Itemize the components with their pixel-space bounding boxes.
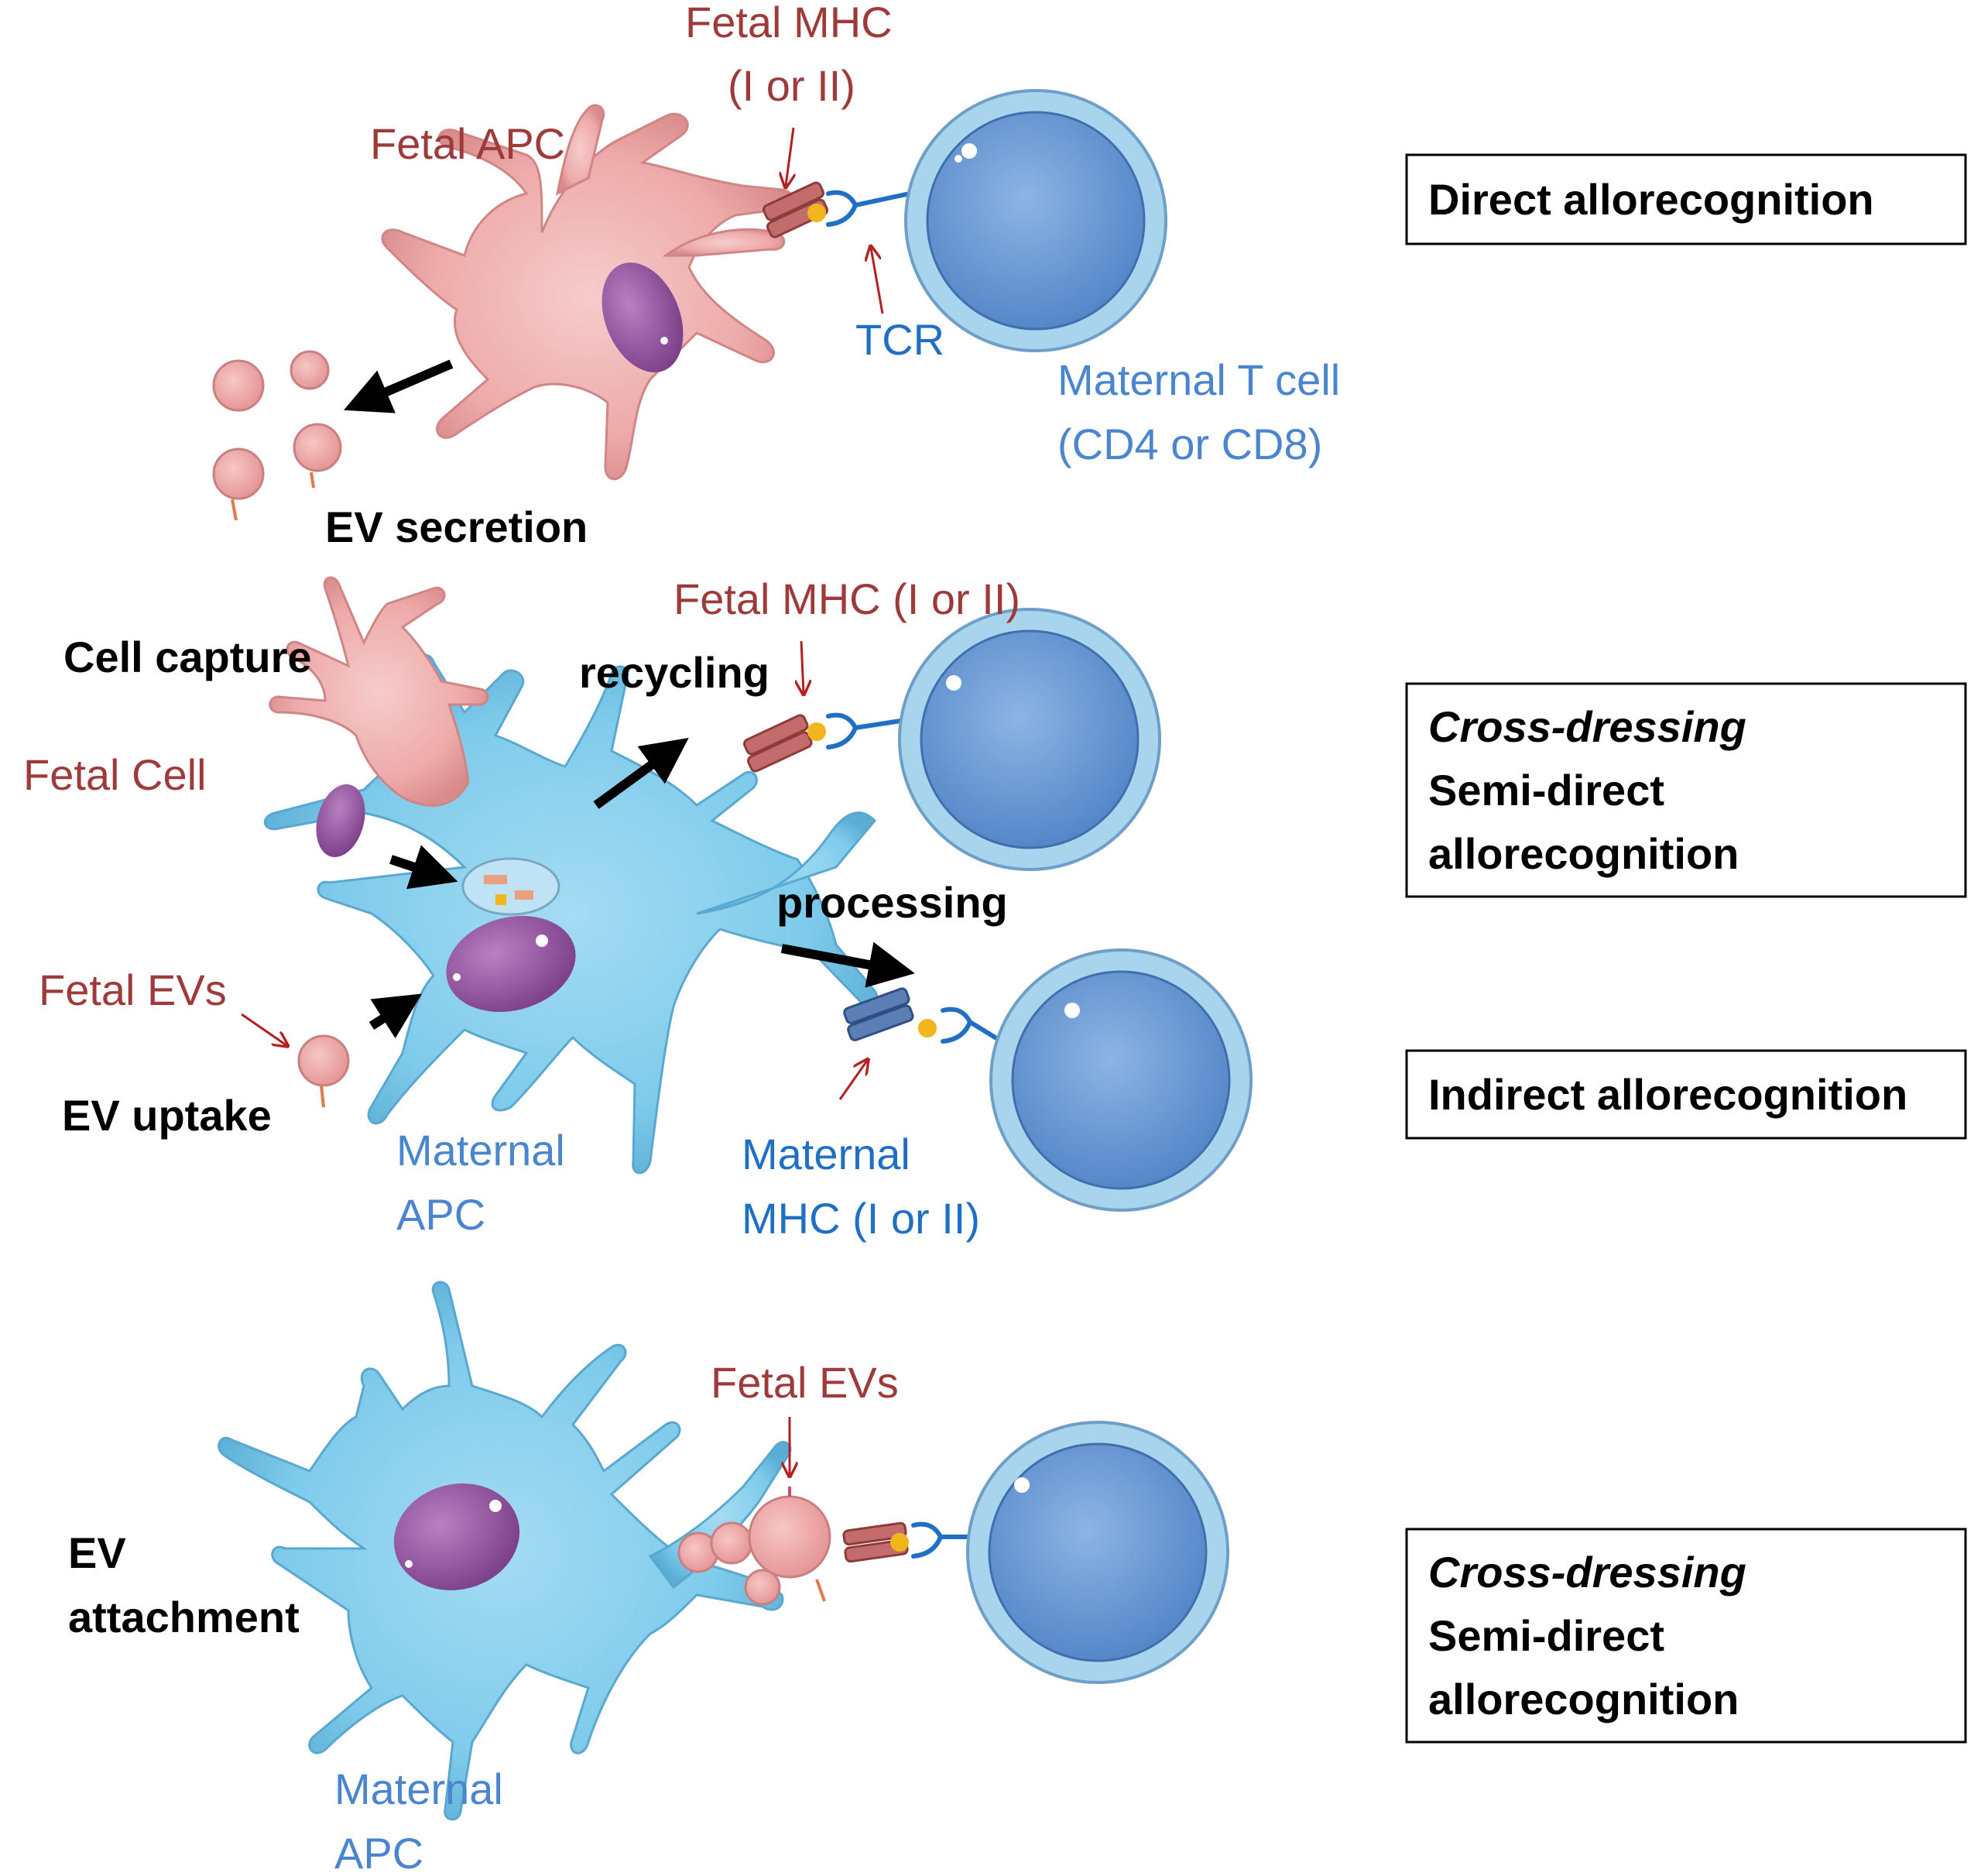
box-semi-direct-2-line1: Cross-dressing xyxy=(1428,1548,1746,1596)
label-recycling: recycling xyxy=(579,648,769,697)
box-semi-direct-2-line2: Semi-direct xyxy=(1428,1611,1664,1660)
pointer-fetal-evs-mid xyxy=(241,1013,286,1045)
fetal-mhc-receptor-mid xyxy=(742,714,826,773)
label-ev-attachment-1: EV xyxy=(68,1528,126,1577)
box-semi-direct-2 xyxy=(1405,1528,1967,1744)
ev-cluster-bottom xyxy=(677,1487,831,1606)
fetal-ev-mid xyxy=(297,1034,350,1108)
arrow-ev-secretion xyxy=(343,359,454,413)
arrow-processing xyxy=(780,941,915,988)
maternal-tcell-bottom xyxy=(966,1421,1229,1684)
label-fetal-mhc-top-2: (I or II) xyxy=(728,61,855,110)
label-tcr: TCR xyxy=(855,315,944,364)
box-direct-text: Direct allorecognition xyxy=(1428,175,1874,224)
box-indirect-text: Indirect allorecognition xyxy=(1428,1070,1907,1119)
label-maternal-apc-bottom-2: APC xyxy=(334,1829,423,1876)
label-fetal-evs-bottom: Fetal EVs xyxy=(711,1358,899,1407)
phagosome xyxy=(461,857,560,916)
maternal-tcell-mid-1 xyxy=(898,608,1161,871)
box-semi-direct-1-line1: Cross-dressing xyxy=(1428,702,1746,751)
tcr-bottom xyxy=(911,1521,978,1559)
label-maternal-apc-mid-2: APC xyxy=(396,1190,485,1239)
pointer-tcr xyxy=(871,248,884,314)
maternal-tcell-mid-2 xyxy=(989,948,1253,1212)
arrow-recycling xyxy=(593,737,689,809)
label-fetal-mhc-top-1: Fetal MHC xyxy=(685,0,893,46)
ev-cluster-top xyxy=(212,350,342,521)
label-ev-attachment-2: attachment xyxy=(68,1593,300,1641)
label-cell-capture: Cell capture xyxy=(63,633,312,681)
label-ev-uptake: EV uptake xyxy=(62,1091,272,1140)
fetal-mhc-receptor-bottom xyxy=(842,1521,909,1563)
box-semi-direct-1-line3: allorecognition xyxy=(1428,829,1739,878)
arrow-cell-capture xyxy=(389,845,458,890)
label-maternal-mhc-2: MHC (I or II) xyxy=(742,1194,980,1243)
box-semi-direct-1 xyxy=(1405,682,1967,898)
tcr-top xyxy=(826,190,912,227)
label-fetal-mhc-mid: Fetal MHC (I or II) xyxy=(673,574,1020,623)
tcr-mid-1 xyxy=(826,712,908,749)
pointer-fetal-mhc-mid xyxy=(801,640,804,693)
pointer-maternal-mhc xyxy=(838,1061,867,1100)
box-semi-direct-2-line3: allorecognition xyxy=(1428,1675,1739,1723)
label-maternal-apc-bottom-1: Maternal xyxy=(334,1765,503,1813)
maternal-tcell-top xyxy=(904,89,1167,352)
box-direct xyxy=(1405,153,1967,245)
label-maternal-tcell-2: (CD4 or CD8) xyxy=(1057,420,1322,468)
label-fetal-apc: Fetal APC xyxy=(370,119,565,168)
fetal-cell-captured xyxy=(269,576,489,858)
fetal-mhc-receptor-top xyxy=(762,181,829,238)
label-ev-secretion: EV secretion xyxy=(325,502,588,551)
label-maternal-mhc-1: Maternal xyxy=(742,1130,910,1178)
label-fetal-cell: Fetal Cell xyxy=(23,750,207,799)
label-fetal-evs-mid: Fetal EVs xyxy=(39,965,227,1014)
box-indirect xyxy=(1405,1049,1967,1140)
maternal-mhc-receptor xyxy=(843,987,937,1041)
fetal-apc-top xyxy=(381,104,795,481)
box-semi-direct-1-line2: Semi-direct xyxy=(1428,766,1664,815)
arrow-ev-uptake xyxy=(368,993,423,1039)
label-maternal-tcell-1: Maternal T cell xyxy=(1057,355,1340,404)
pointer-fetal-mhc-top xyxy=(786,127,793,186)
label-maternal-apc-mid-1: Maternal xyxy=(396,1126,565,1175)
label-processing: processing xyxy=(776,878,1008,927)
